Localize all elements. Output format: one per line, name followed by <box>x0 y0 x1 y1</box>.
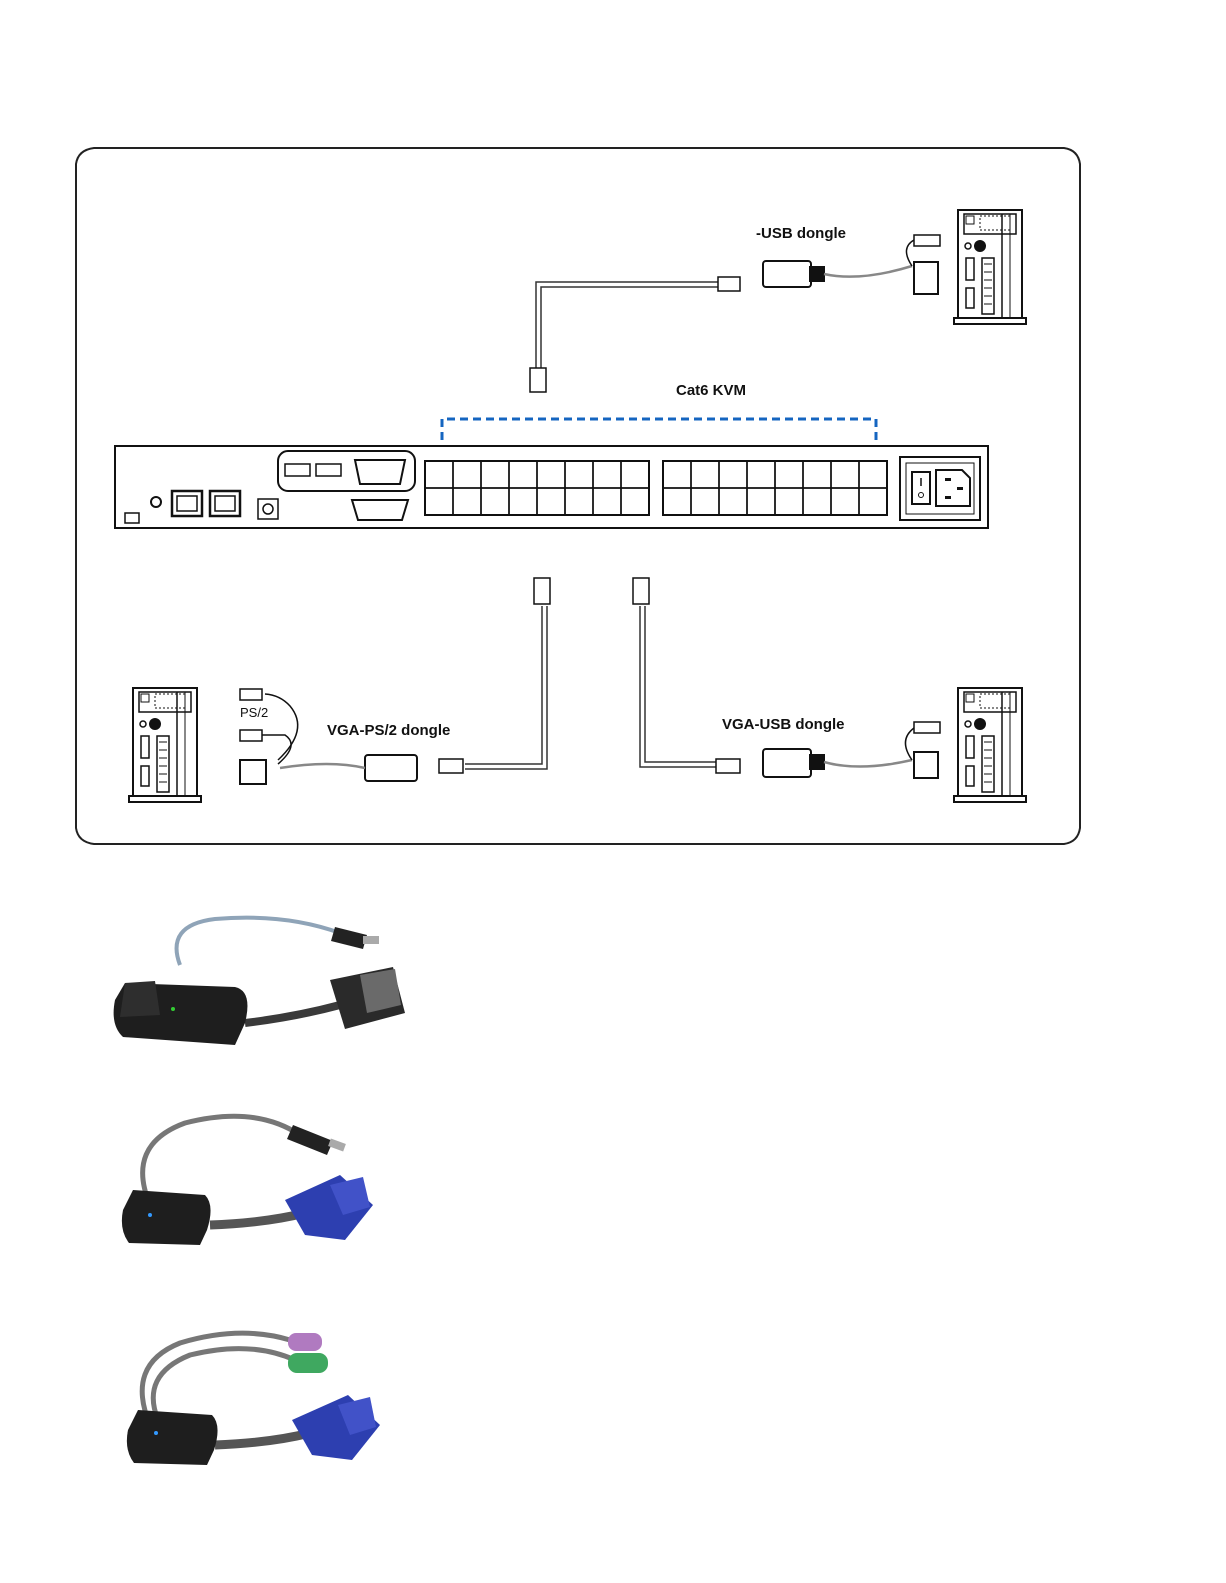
computer-part <box>974 718 986 730</box>
right-dongle-label: VGA-USB dongle <box>722 716 845 733</box>
computer-part <box>954 796 1026 802</box>
computer-top-right <box>954 210 1026 324</box>
left-dongle-label: VGA-PS/2 dongle <box>327 722 450 739</box>
kvm-switch <box>115 446 988 528</box>
computer-bottom-right <box>954 688 1026 802</box>
top-dongle-label: -USB dongle <box>756 225 846 242</box>
computer-bottom-left <box>129 688 201 802</box>
top-dongle <box>763 235 940 294</box>
dongle-photo-3 <box>120 1325 390 1475</box>
computer-part <box>954 318 1026 324</box>
computer-part <box>149 718 161 730</box>
dashed-bracket <box>442 419 876 440</box>
computer-part <box>129 796 201 802</box>
cat6-label: Cat6 KVM <box>676 382 746 399</box>
dongle-photo-2 <box>115 1105 385 1255</box>
dongle-photo-1 <box>105 905 405 1065</box>
ps2-label: PS/2 <box>240 705 268 720</box>
connection-diagram <box>0 0 1226 860</box>
computer-part <box>974 240 986 252</box>
